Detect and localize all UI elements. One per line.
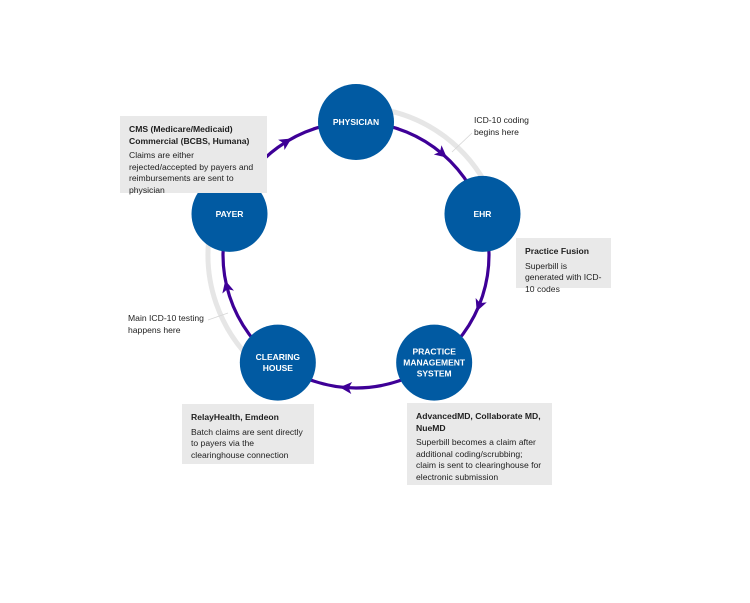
arrowhead-clearing-house-to-payer	[222, 280, 234, 294]
leader-line-testing-happens	[207, 312, 229, 321]
node-practice-management-system-label: PRACTICE	[412, 347, 456, 357]
info-box-payer-title: CMS (Medicare/Medicaid) Commercial (BCBS…	[129, 124, 250, 146]
leader-line-coding-begins	[451, 132, 473, 153]
info-box-clearing-house-title: RelayHealth, Emdeon	[191, 412, 279, 422]
node-ehr: EHR	[444, 175, 521, 252]
info-box-payer: CMS (Medicare/Medicaid) Commercial (BCBS…	[120, 116, 267, 195]
node-physician-label: PHYSICIAN	[333, 117, 379, 127]
highlight-arc-coding	[381, 106, 492, 192]
node-physician: PHYSICIAN	[318, 84, 394, 160]
arrowhead-physician-to-ehr	[433, 145, 447, 158]
node-payer-label: PAYER	[216, 209, 244, 219]
node-payer: PAYER	[191, 175, 268, 252]
node-clearing-house-label: HOUSE	[263, 363, 294, 373]
note-coding-begins: ICD-10 coding begins here	[474, 115, 529, 137]
node-physician-circle	[318, 84, 394, 160]
node-practice-management-system-label: SYSTEM	[417, 369, 452, 379]
node-ehr-circle	[444, 175, 521, 252]
info-box-clearing-house-description: Batch claims are sent directly to payers…	[191, 426, 303, 460]
leader-lines	[207, 132, 473, 321]
node-ehr-label: EHR	[474, 209, 492, 219]
info-box-ehr-title: Practice Fusion	[525, 246, 589, 256]
note-testing-happens: Main ICD-10 testing happens here	[128, 313, 204, 335]
arrowhead-ehr-to-practice-management-system	[475, 297, 487, 312]
info-box-pms-description: Superbill becomes a claim after addition…	[416, 437, 542, 482]
node-clearing-house-label: CLEARING	[256, 352, 301, 362]
arrowhead-payer-to-physician	[278, 138, 292, 150]
info-box-ehr: Practice Fusion Superbill is generated w…	[516, 238, 611, 294]
arrowhead-practice-management-system-to-clearing-house	[339, 382, 353, 395]
node-payer-circle	[191, 175, 268, 252]
info-box-practice-management-system: AdvancedMD, Collaborate MD, NueMD Superb…	[407, 403, 552, 485]
info-box-pms-title: AdvancedMD, Collaborate MD, NueMD	[416, 411, 541, 433]
info-box-ehr-description: Superbill is generated with ICD-10 codes	[525, 260, 602, 294]
info-box-payer-description: Claims are either rejected/accepted by p…	[129, 150, 254, 195]
node-clearing-house-circle	[239, 324, 316, 401]
info-box-clearing-house: RelayHealth, Emdeon Batch claims are sen…	[182, 404, 314, 464]
node-practice-management-system-circle	[396, 324, 473, 401]
node-practice-management-system-label: MANAGEMENT	[403, 358, 466, 368]
